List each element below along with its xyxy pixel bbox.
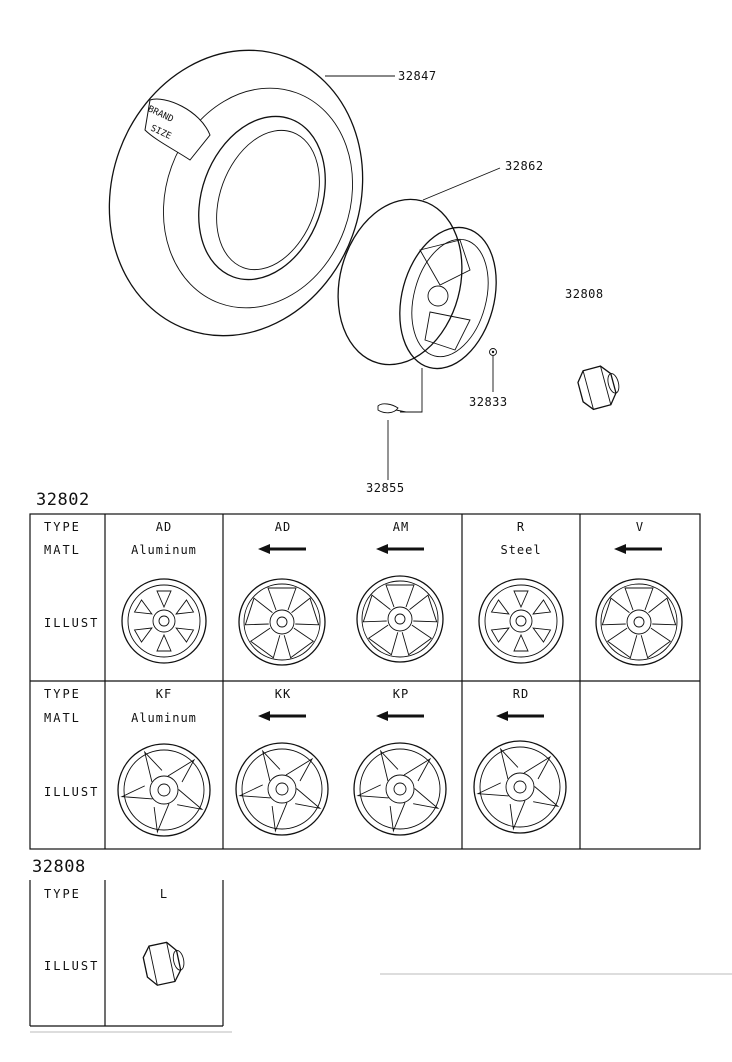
wheel-icon bbox=[595, 578, 683, 666]
type-cell: KK bbox=[275, 687, 291, 701]
left-arrow-icon bbox=[256, 542, 308, 556]
row-label-type-1: TYPE bbox=[44, 520, 81, 534]
leader-lines bbox=[325, 75, 501, 480]
left-arrow-icon bbox=[494, 709, 546, 723]
left-arrow-icon bbox=[256, 709, 308, 723]
wheel-table-grid bbox=[29, 513, 701, 850]
row-label-type-2: TYPE bbox=[44, 687, 81, 701]
mat-cell: Aluminum bbox=[131, 543, 197, 557]
row-label-type-nut: TYPE bbox=[44, 887, 81, 901]
part-label-cap: 32833 bbox=[469, 395, 508, 409]
type-cell: AD bbox=[156, 520, 172, 534]
part-label-nut: 32808 bbox=[565, 287, 604, 301]
type-cell: R bbox=[517, 520, 525, 534]
row-label-mat-1: MATL bbox=[44, 543, 81, 557]
type-cell: KP bbox=[393, 687, 409, 701]
cap-icon bbox=[489, 348, 497, 356]
row-label-illust-1: ILLUST bbox=[44, 616, 99, 630]
wheel-icon bbox=[117, 743, 211, 837]
nut-table-grid bbox=[29, 880, 732, 1033]
part-label-rim: 32862 bbox=[505, 159, 544, 173]
section-title-nut: 32808 bbox=[32, 857, 86, 877]
row-label-mat-2: MATL bbox=[44, 711, 81, 725]
left-arrow-icon bbox=[612, 542, 664, 556]
part-label-valve: 32855 bbox=[366, 481, 405, 495]
wheel-icon bbox=[356, 575, 444, 663]
mat-cell: Aluminum bbox=[131, 711, 197, 725]
wheel-icon bbox=[235, 742, 329, 836]
type-cell: AD bbox=[275, 520, 291, 534]
type-cell: KF bbox=[156, 687, 172, 701]
section-title-wheels: 32802 bbox=[36, 490, 90, 510]
nut-icon bbox=[574, 362, 625, 413]
wheel-icon bbox=[353, 742, 447, 836]
wheel-icon bbox=[478, 578, 564, 664]
type-cell: V bbox=[636, 520, 644, 534]
wheel-icon bbox=[121, 578, 207, 664]
nut-icon bbox=[140, 939, 189, 988]
type-cell: AM bbox=[393, 520, 409, 534]
rim-icon bbox=[337, 198, 497, 370]
left-arrow-icon bbox=[374, 709, 426, 723]
valve-icon bbox=[377, 403, 407, 414]
part-label-tire: 32847 bbox=[398, 69, 437, 83]
type-cell: L bbox=[160, 887, 168, 901]
row-label-illust-2: ILLUST bbox=[44, 785, 99, 799]
left-arrow-icon bbox=[374, 542, 426, 556]
mat-cell: Steel bbox=[500, 543, 541, 557]
wheel-icon bbox=[473, 740, 567, 834]
row-label-illust-nut: ILLUST bbox=[44, 959, 99, 973]
wheel-icon bbox=[238, 578, 326, 666]
tire-icon: BRAND SIZE bbox=[108, 49, 364, 337]
type-cell: RD bbox=[513, 687, 529, 701]
